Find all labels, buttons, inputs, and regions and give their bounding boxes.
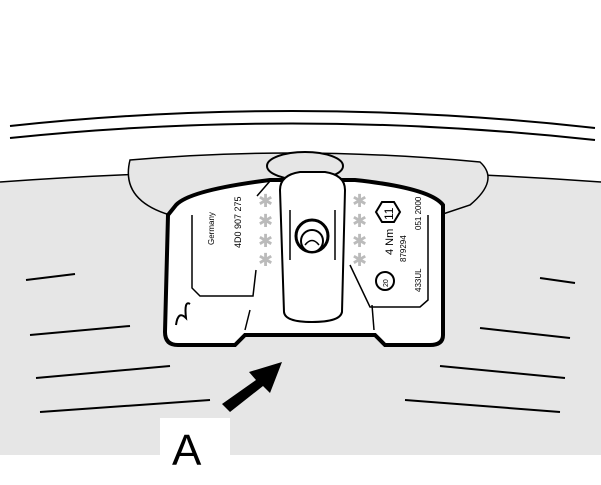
torque-label: 4 Nm [384, 229, 396, 255]
part-number-label: 4D0 907 275 [233, 196, 243, 248]
svg-text:✱: ✱ [258, 231, 273, 252]
svg-text:✱: ✱ [352, 191, 367, 212]
code3-label: 433UL [414, 268, 423, 292]
arrow-icon [222, 362, 282, 412]
svg-text:✱: ✱ [352, 250, 367, 271]
code1-label: 879294 [399, 235, 408, 262]
svg-text:✱: ✱ [352, 211, 367, 232]
code2-label: 051 2000 [414, 196, 423, 230]
svg-text:✱: ✱ [258, 250, 273, 271]
circle-badge [375, 271, 395, 291]
svg-text:✱: ✱ [258, 191, 273, 212]
asterisk-marks: ✱✱ ✱✱ ✱✱ ✱✱ [258, 191, 367, 271]
callout-label: A [172, 426, 202, 475]
svg-text:✱: ✱ [258, 211, 273, 232]
svg-text:✱: ✱ [352, 231, 367, 252]
hex-number: 11 [382, 207, 396, 220]
circle-number: 20 [383, 279, 390, 287]
hex-badge [374, 201, 402, 223]
sensor-details [175, 180, 429, 331]
country-label: Germany [207, 212, 216, 245]
rim-hatch-lines [25, 273, 576, 413]
